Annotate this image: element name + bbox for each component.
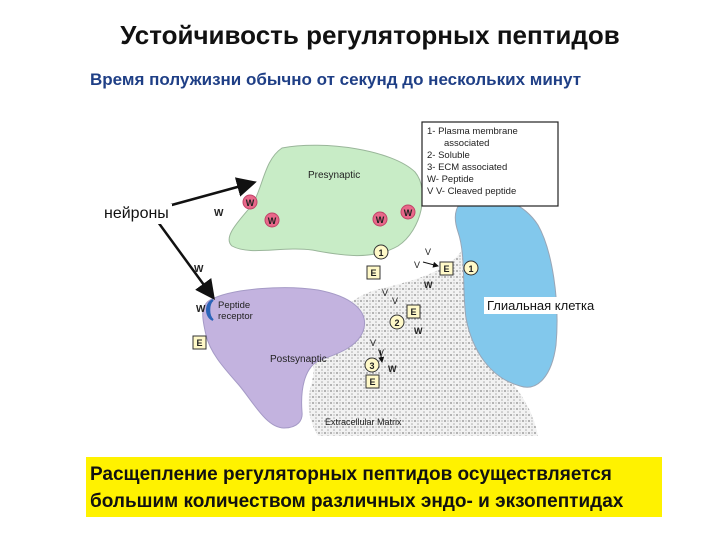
svg-text:2: 2 [394, 318, 399, 328]
legend-line-6: V V- Cleaved peptide [427, 186, 516, 197]
enzyme-type-3-marker: 3 [364, 357, 380, 373]
svg-text:E: E [196, 338, 202, 348]
extracellular-matrix-region [305, 250, 538, 436]
receptor-label-1: Peptide [218, 300, 250, 311]
peptide-dot-2: W [264, 212, 280, 228]
ecm-label: Extracellular Matrix [325, 417, 402, 427]
receptor-label-2: receptor [218, 311, 253, 322]
enzyme-box-3: E [406, 304, 421, 319]
postsynaptic-label: Postsynaptic [270, 354, 327, 365]
svg-text:E: E [443, 264, 449, 274]
svg-text:E: E [410, 307, 416, 317]
legend-line-3: 2- Soluble [427, 150, 470, 161]
slide-title: Устойчивость регуляторных пептидов [120, 20, 620, 50]
legend-line-5: W- Peptide [427, 174, 474, 185]
enzyme-box-2: E [439, 261, 454, 276]
enzyme-type-1-marker-b: 1 [463, 260, 479, 276]
cleaved-peptide-2: V [414, 260, 420, 270]
presynaptic-label: Presynaptic [308, 170, 360, 181]
cleaved-peptide-1: V [425, 247, 431, 257]
svg-text:3: 3 [369, 361, 374, 371]
svg-text:1: 1 [378, 248, 383, 258]
peptide-dot-1: W [242, 194, 258, 210]
neurons-label: нейроны [101, 204, 172, 224]
legend-line-2: associated [444, 138, 489, 149]
cleaved-peptide-4: V [392, 296, 398, 306]
svg-text:E: E [370, 268, 376, 278]
conclusion-line-1: Расщепление регуляторных пептидов осущес… [90, 464, 612, 485]
conclusion-line-2: большим количеством различных эндо- и эк… [90, 491, 624, 512]
svg-text:W: W [246, 198, 255, 208]
svg-text:E: E [369, 377, 375, 387]
peptide-dot-4: W [400, 204, 416, 220]
cleaved-peptide-6: V [378, 348, 384, 358]
enzyme-box-5: E [365, 374, 380, 389]
glial-cell-label: Глиальная клетка [484, 297, 598, 314]
arrow-to-postsynaptic [156, 221, 215, 301]
peptide-free-3: W [196, 304, 206, 315]
cleaved-peptide-3: V [382, 288, 388, 298]
legend-line-1: 1- Plasma membrane [427, 126, 518, 137]
peptide-receptor-icon [206, 299, 214, 321]
postsynaptic-region [202, 287, 366, 429]
enzyme-type-1-marker-a: 1 [373, 244, 389, 260]
enzyme-box-1: E [366, 265, 381, 280]
svg-text:W: W [268, 216, 277, 226]
slide-subtitle: Время полужизни обычно от секунд до неск… [90, 70, 582, 89]
peptide-free-1: W [214, 208, 224, 219]
pointer-arrow-1 [422, 261, 439, 268]
cleaved-peptide-5: V [370, 338, 376, 348]
peptide-free-4: W [424, 280, 433, 290]
peptide-dot-3: W [372, 211, 388, 227]
svg-text:W: W [376, 215, 385, 225]
peptide-free-6: W [388, 364, 397, 374]
peptide-free-2: W [194, 264, 204, 275]
arrow-to-presynaptic [167, 177, 257, 208]
legend-line-4: 3- ECM associated [427, 162, 507, 173]
glial-cell-region [454, 196, 558, 388]
peptide-free-5: W [414, 326, 423, 336]
legend-box [421, 121, 559, 207]
conclusion-box: Расщепление регуляторных пептидов осущес… [86, 457, 662, 517]
enzyme-type-2-marker: 2 [389, 314, 405, 330]
presynaptic-region [228, 144, 423, 256]
svg-text:1: 1 [468, 264, 473, 274]
svg-text:W: W [404, 208, 413, 218]
enzyme-box-4: E [192, 335, 207, 350]
pointer-arrow-2 [378, 349, 385, 363]
